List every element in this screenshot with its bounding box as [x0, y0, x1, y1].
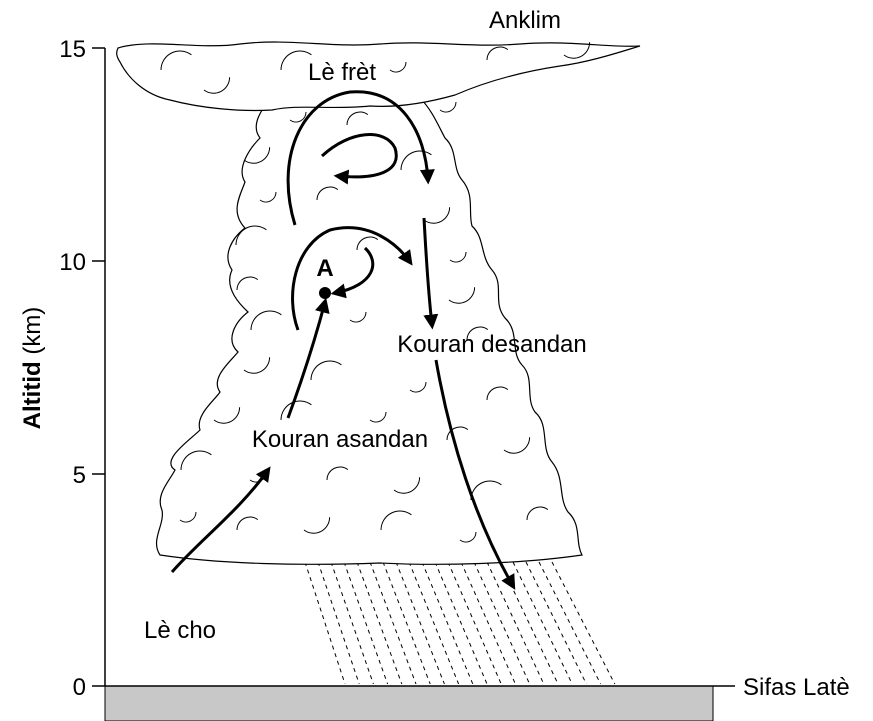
cloud-curl — [389, 61, 407, 73]
cloud-curl — [280, 400, 312, 421]
updraft-arrow-lower — [170, 466, 271, 573]
cloud-texture — [160, 42, 591, 543]
cloud-curl — [250, 310, 282, 331]
cloud-curl — [243, 357, 271, 374]
anvil-label: Anklim — [489, 7, 561, 34]
cloud-curl — [459, 531, 477, 543]
warm-air-label: Lè cho — [144, 617, 216, 644]
large-circulation-arrow — [286, 90, 435, 226]
y-tick-label-10: 10 — [59, 249, 86, 276]
rain-streak — [538, 561, 602, 685]
cloud-curl — [259, 191, 277, 203]
y-axis-title-unit: (km) — [19, 307, 46, 362]
downdraft-arrow-lower — [434, 359, 516, 590]
cloud-curl — [526, 506, 549, 521]
rain-streak — [382, 561, 431, 685]
rain-streak — [395, 561, 445, 685]
cloud-body — [155, 97, 583, 565]
ground-label: Sifas Latè — [743, 674, 850, 701]
cloud-curl — [235, 225, 267, 246]
rain-streak — [525, 561, 587, 685]
rain-streak — [421, 561, 474, 685]
y-tick-label-0: 0 — [73, 674, 86, 701]
y-tick-label-15: 15 — [59, 36, 86, 63]
inner-large-curl-arrow — [320, 133, 398, 185]
flow-arrows — [170, 90, 516, 590]
cloud-curl — [409, 381, 427, 393]
cloud-curl — [236, 276, 259, 291]
cloud-curl — [310, 360, 342, 381]
rain-streak — [343, 561, 389, 685]
cloud-curl — [466, 326, 489, 341]
rain-streak — [434, 561, 488, 685]
downdraft-arrow-upper — [422, 217, 439, 330]
cloud-curl — [439, 101, 457, 113]
cloud-curl — [369, 411, 387, 423]
rain-streak — [551, 561, 616, 685]
cloud-curl — [423, 207, 451, 224]
y-axis-ticks — [92, 47, 105, 687]
y-axis-title-bold: Altitid — [19, 361, 46, 429]
rain-streak — [499, 561, 559, 685]
cloud-curl — [449, 251, 467, 263]
rain-streak — [330, 561, 374, 685]
cloud-curl — [380, 510, 412, 531]
cloud-curl — [563, 42, 591, 59]
downdraft-label: Kouran desandan — [397, 331, 587, 358]
rain-streak — [486, 561, 545, 685]
cloud-curl — [393, 477, 421, 494]
updraft-label: Kouran asandan — [252, 426, 428, 453]
rain-streak — [356, 561, 403, 685]
cloud-curl — [400, 150, 432, 171]
cloud-anvil — [116, 41, 641, 112]
rain-streak — [460, 561, 516, 685]
updraft-arrow-upper — [286, 297, 330, 419]
cloud-curl — [203, 77, 231, 94]
rain-streak — [408, 561, 460, 685]
rain-streak — [447, 561, 502, 685]
cloud-curl — [280, 50, 312, 71]
cloud-curl — [179, 511, 197, 523]
rain-streak — [369, 561, 417, 685]
small-circulation-arrow — [291, 226, 413, 331]
cloud-curl — [448, 287, 476, 304]
cloud-curl — [446, 426, 469, 441]
rain-streak — [512, 561, 573, 685]
cloud-curl — [346, 111, 369, 126]
point-a-marker — [319, 287, 331, 299]
cloud-curl — [236, 516, 259, 531]
cloud-curl — [316, 186, 339, 201]
cloud-curl — [303, 517, 331, 534]
cloud-curl — [356, 236, 379, 251]
inner-small-curl-arrow — [330, 246, 375, 299]
ground-surface — [104, 685, 714, 721]
rain-streak — [317, 561, 360, 685]
cloud-curl — [326, 466, 349, 481]
cloud-curl — [213, 407, 241, 424]
rain-streak — [473, 561, 531, 685]
cloud-curl — [180, 450, 212, 471]
y-tick-label-5: 5 — [73, 462, 86, 489]
cold-air-label: Lè frèt — [308, 59, 376, 86]
cloud-curl — [486, 386, 509, 401]
cloud-curl — [349, 311, 367, 323]
cloud-curl — [486, 46, 509, 61]
cloud-curl — [243, 147, 271, 164]
rain-shaft — [304, 561, 616, 685]
point-a-label: A — [316, 255, 333, 282]
cloud-curl — [160, 50, 192, 71]
cloud-curl — [503, 437, 531, 454]
cloud-curl — [289, 111, 307, 123]
rain-streak — [304, 561, 346, 685]
y-axis-title: Altitid (km) — [19, 307, 46, 430]
